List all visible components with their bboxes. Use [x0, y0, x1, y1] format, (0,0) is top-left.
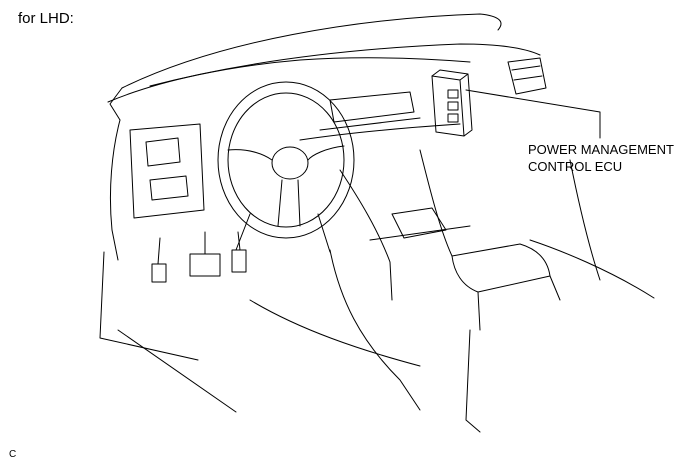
- steering-column: [235, 213, 331, 253]
- center-display: [329, 91, 415, 123]
- dash-top-curve: [107, 57, 471, 103]
- center-tunnel: [329, 249, 421, 411]
- console-base: [465, 329, 481, 433]
- ecu-callout-label: POWER MANAGEMENT CONTROL ECU: [528, 141, 674, 175]
- steering-hub: [271, 146, 309, 180]
- armrest: [451, 243, 551, 293]
- callout-line-2: CONTROL ECU: [528, 159, 623, 174]
- pedal-left: [151, 263, 167, 283]
- windshield-lower-line: [149, 43, 541, 87]
- floor-edge: [117, 329, 237, 413]
- center-console-left: [339, 169, 393, 301]
- shifter-area: [391, 207, 447, 239]
- floor-left: [99, 251, 199, 361]
- ecu-connector-2: [447, 101, 459, 111]
- left-vent-lower: [149, 175, 189, 201]
- figure-code: C: [9, 449, 17, 460]
- figure-caption: for LHD:: [18, 10, 74, 27]
- right-vent: [507, 57, 547, 95]
- steering-wheel-inner: [227, 92, 345, 228]
- left-a-pillar: [109, 87, 123, 121]
- steering-wheel-outer: [217, 81, 355, 239]
- right-seat-edge: [529, 239, 655, 299]
- callout-line-1: POWER MANAGEMENT: [528, 142, 674, 157]
- center-console-right: [419, 149, 453, 257]
- steering-spoke-bottom: [277, 179, 301, 227]
- dash-left-edge: [109, 119, 121, 261]
- pedal-middle: [189, 253, 221, 277]
- callout-leader-line: [465, 89, 601, 139]
- ecu-connector-1: [447, 89, 459, 99]
- pedal-right: [231, 249, 247, 273]
- steering-spoke-right: [307, 145, 345, 161]
- floor-right: [249, 299, 421, 367]
- steering-spoke-left: [227, 149, 273, 161]
- ecu-connector-3: [447, 113, 459, 123]
- left-vent-upper: [145, 137, 181, 167]
- windshield-top-line: [121, 13, 502, 89]
